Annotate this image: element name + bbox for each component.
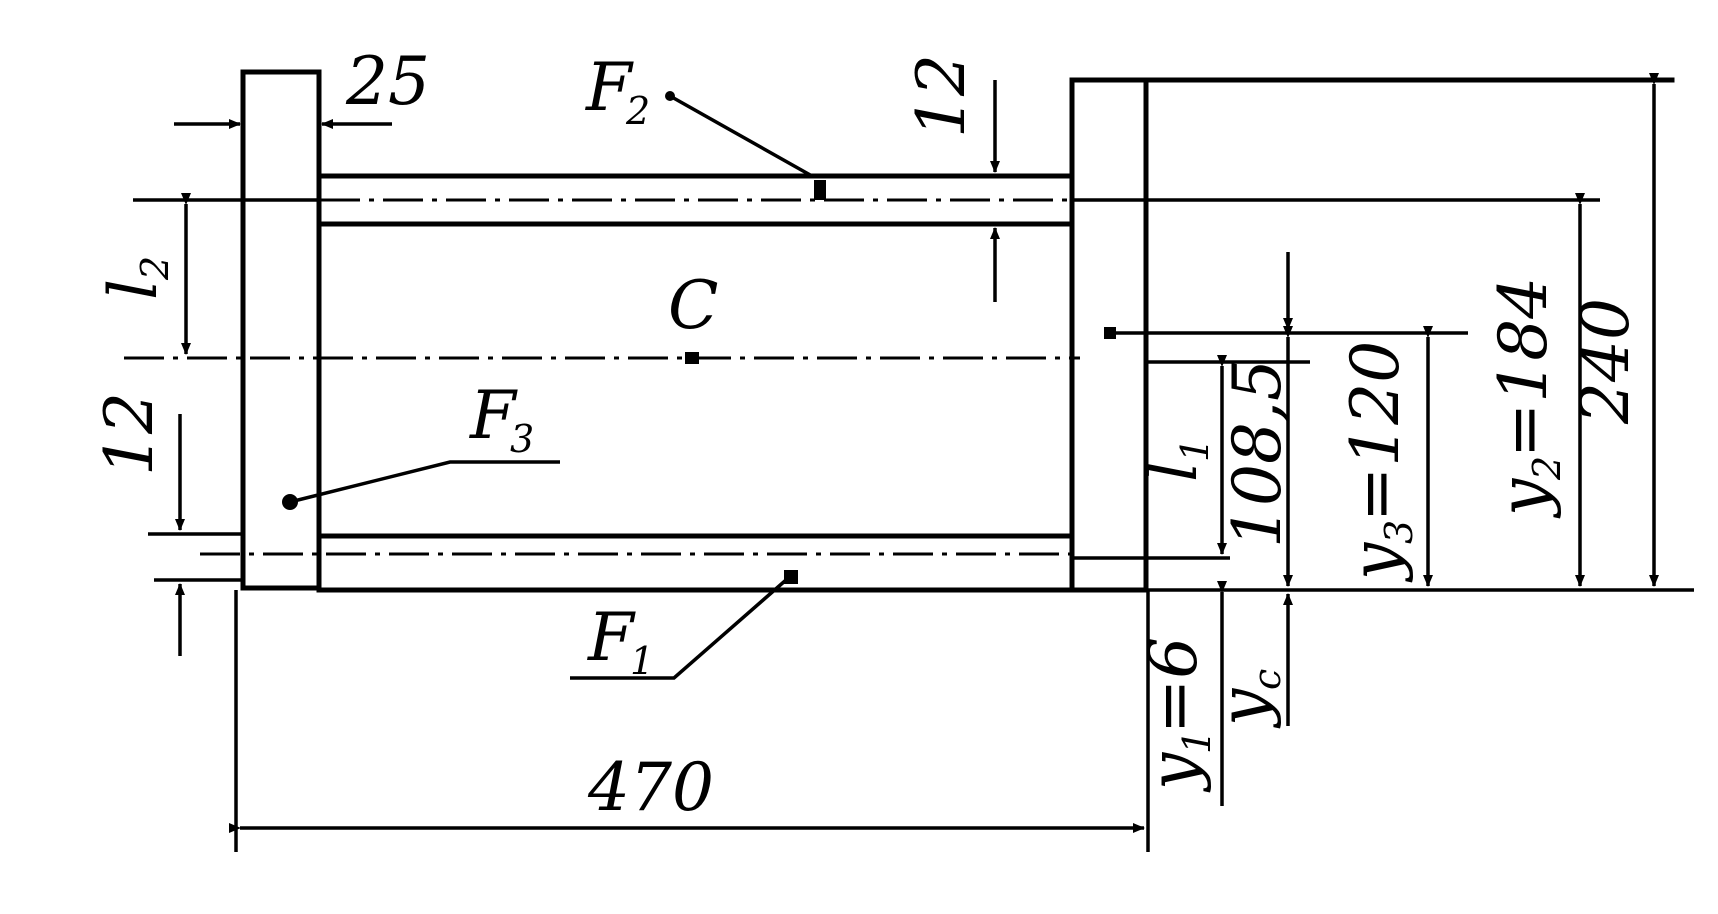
svg-text:=184: =184 bbox=[1485, 277, 1562, 458]
centroid-f1-marker bbox=[784, 570, 798, 584]
leader-f2 bbox=[669, 94, 813, 178]
label-l2: l 2 bbox=[95, 256, 177, 300]
label-f3: F bbox=[469, 377, 518, 454]
leader-f1 bbox=[570, 578, 788, 680]
labels: 470 25 F 2 C F 3 F 1 12 12 l 2 l 1 y 1 bbox=[91, 43, 1644, 826]
label-12-top: 12 bbox=[903, 54, 980, 138]
svg-text:=6: =6 bbox=[1135, 637, 1212, 734]
svg-text:y: y bbox=[1337, 542, 1414, 583]
svg-text:y: y bbox=[1205, 688, 1282, 729]
svg-text:y: y bbox=[1485, 478, 1562, 519]
label-f3-sub: 3 bbox=[510, 417, 534, 461]
section-centroid-marker bbox=[1104, 327, 1116, 339]
svg-text:y: y bbox=[1135, 752, 1212, 793]
label-yc: y c bbox=[1205, 669, 1289, 729]
label-12-bottom: 12 bbox=[91, 392, 168, 476]
svg-text:2: 2 bbox=[1525, 456, 1569, 481]
svg-text:l: l bbox=[1135, 461, 1212, 482]
svg-text:l: l bbox=[95, 279, 172, 300]
svg-text:2: 2 bbox=[133, 256, 177, 281]
svg-text:c: c bbox=[1245, 669, 1289, 690]
left-web-plate bbox=[240, 69, 322, 591]
dimension-470 bbox=[229, 590, 1150, 852]
svg-text:=120: =120 bbox=[1337, 341, 1414, 522]
label-240: 240 bbox=[1567, 298, 1644, 425]
label-f1-sub: 1 bbox=[630, 639, 654, 683]
label-y3: y 3 =120 bbox=[1337, 341, 1421, 583]
label-y2: y 2 =184 bbox=[1485, 277, 1569, 519]
label-centroid-c: C bbox=[668, 267, 719, 344]
centroid-c-marker bbox=[685, 352, 699, 364]
svg-text:3: 3 bbox=[1377, 520, 1421, 544]
label-l1: l 1 bbox=[1135, 438, 1217, 482]
leader-f2-dot bbox=[665, 91, 675, 101]
label-f2: F bbox=[585, 49, 634, 126]
label-108-5: 108,5 bbox=[1219, 359, 1296, 548]
svg-text:1: 1 bbox=[1175, 730, 1219, 754]
centroid-f2-marker bbox=[814, 180, 826, 200]
axis-lines bbox=[124, 198, 1694, 592]
svg-text:1: 1 bbox=[1173, 438, 1217, 462]
label-470: 470 bbox=[587, 749, 714, 826]
label-y1: y 1 =6 bbox=[1135, 637, 1219, 793]
leader-lines bbox=[289, 91, 813, 680]
right-web-plate bbox=[1069, 77, 1149, 593]
centroid-markers bbox=[282, 180, 1116, 584]
label-f2-sub: 2 bbox=[625, 89, 650, 133]
section-outline bbox=[240, 69, 1675, 593]
leader-f3 bbox=[289, 460, 560, 504]
label-f1: F bbox=[587, 599, 636, 676]
label-25: 25 bbox=[345, 43, 430, 120]
